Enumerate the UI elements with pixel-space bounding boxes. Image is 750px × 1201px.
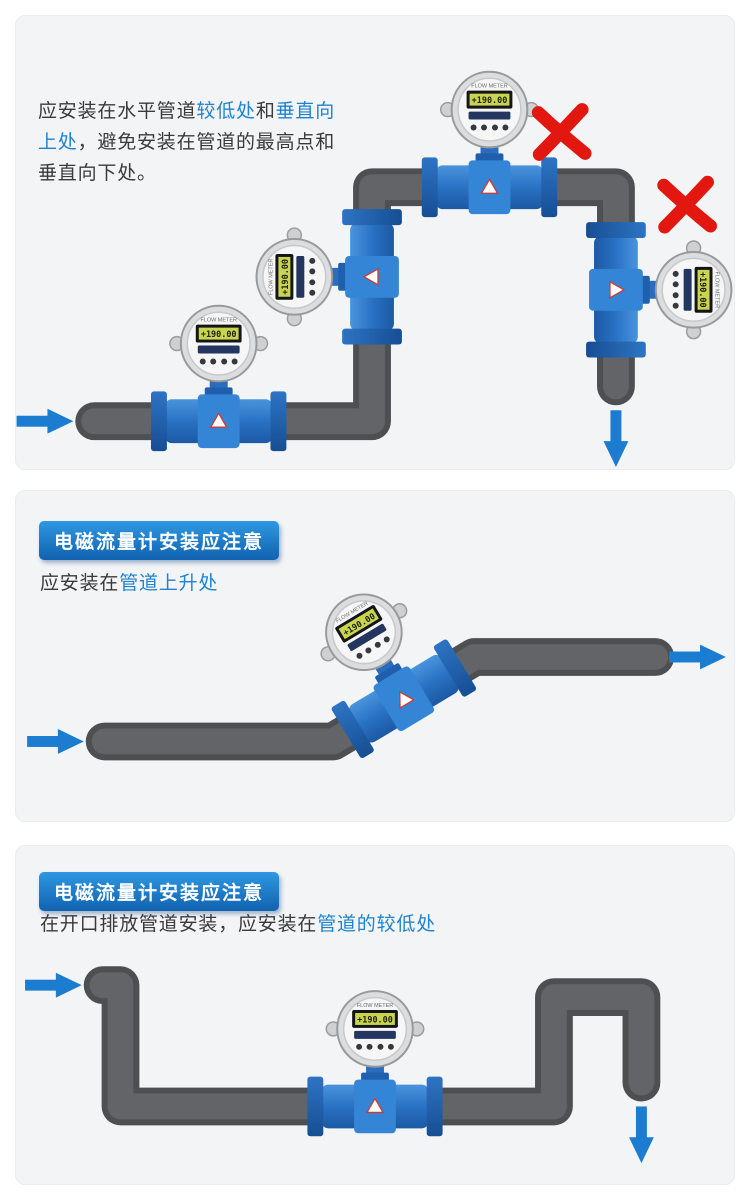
caption-segment: 和 — [255, 100, 276, 122]
flow-in-arrow — [16, 408, 74, 434]
caption-segment: 应安装在 — [40, 572, 120, 594]
notice-badge: 电磁流量计安装应注意 — [39, 521, 280, 560]
caption-highlight: 较低处 — [196, 100, 256, 122]
flow-out-arrow — [603, 410, 629, 468]
flow-out-arrow — [669, 644, 726, 670]
flow-out-arrow — [628, 1106, 654, 1164]
flow-in-arrow — [25, 972, 82, 998]
caption-highlight: 管道的较低处 — [317, 913, 437, 935]
meter-at-low-point — [306, 990, 444, 1138]
panel3-caption: 在开口排放管道安装，应安装在管道的较低处 — [40, 909, 436, 940]
caption-segment: ，避免安装在管道的最高点和垂直向下处。 — [38, 131, 336, 184]
meter-horizontal-low-correct — [149, 304, 288, 453]
panel3-illustration — [25, 966, 661, 1164]
meter-vertical-down-wrong — [585, 221, 733, 359]
wrong-mark-right — [664, 182, 711, 227]
panel2-caption: 应安装在管道上升处 — [40, 568, 218, 599]
panel1-caption: 应安装在水平管道较低处和垂直向上处，避免安装在管道的最高点和垂直向下处。 — [38, 96, 340, 189]
panel1-illustration — [16, 70, 733, 468]
wrong-mark-top — [538, 110, 585, 155]
panel2-illustration — [27, 564, 726, 761]
caption-highlight: 管道上升处 — [119, 572, 219, 594]
panel-rising-pipe: 电磁流量计安装应注意 应安装在管道上升处 — [15, 490, 735, 822]
pipe-run-highlight — [89, 972, 655, 1120]
panel-install-positions: 应安装在水平管道较低处和垂直向上处，避免安装在管道的最高点和垂直向下处。 — [15, 15, 735, 470]
flow-in-arrow — [27, 729, 84, 754]
panel-open-discharge: 电磁流量计安装应注意 在开口排放管道安装，应安装在管道的较低处 — [15, 845, 735, 1185]
caption-segment: 应安装在水平管道 — [38, 100, 197, 122]
meter-vertical-up-correct — [255, 208, 403, 346]
caption-segment: 在开口排放管道安装，应安装在 — [40, 913, 318, 935]
meter-high-point-wrong — [420, 70, 559, 219]
notice-badge: 电磁流量计安装应注意 — [39, 872, 280, 911]
caption-highlight: 垂直向上处 — [38, 100, 336, 153]
